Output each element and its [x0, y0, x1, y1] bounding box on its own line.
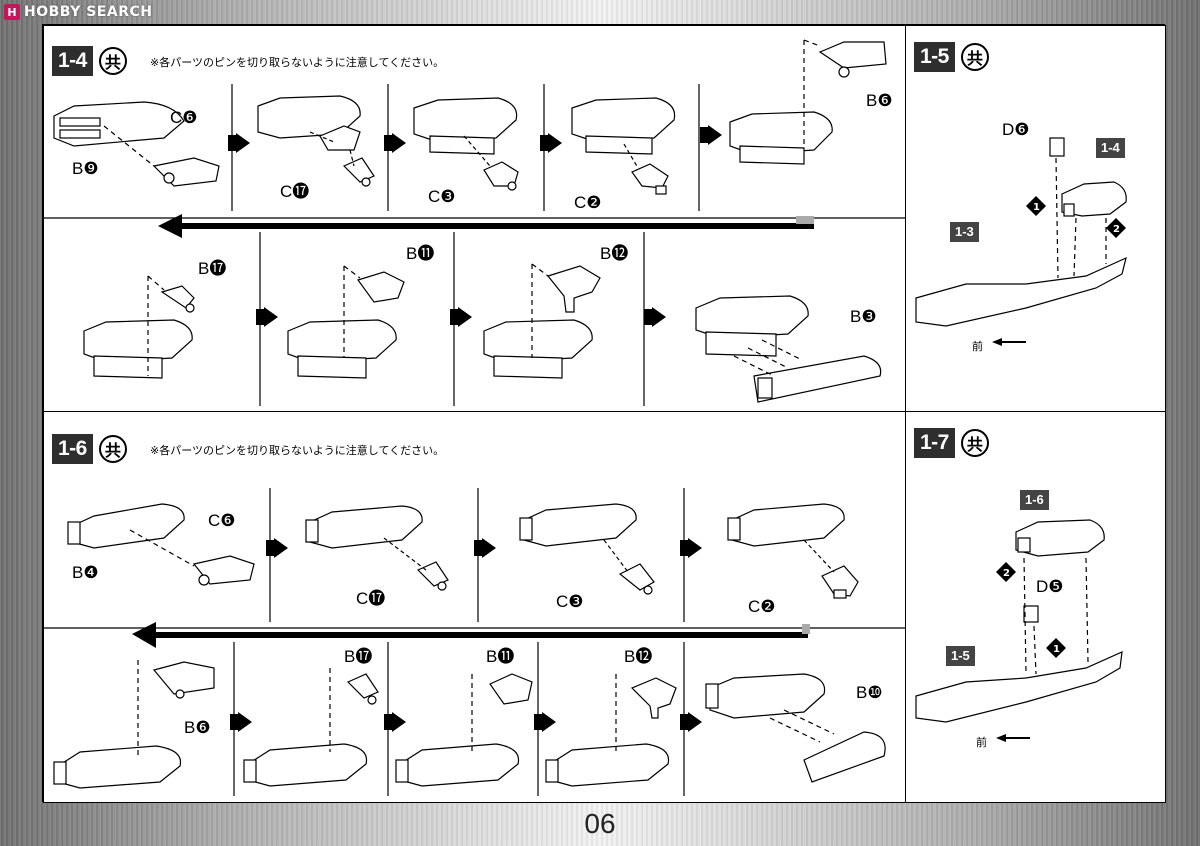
step-1-6-drawing [44, 488, 906, 796]
part-label-c6: C❻ [170, 108, 198, 127]
step-1-4-panel: 1-4 共 ※各パーツのピンを切り取らないように注意してください。 [43, 25, 907, 413]
part-label-b11: B⓫ [486, 647, 515, 666]
part-label-b12: B⓬ [600, 244, 629, 263]
front-direction-label: 前 [972, 340, 983, 353]
assembly-tag-1-6: 1-6 [1020, 490, 1049, 510]
step-number: 1-7 [914, 428, 955, 458]
page-number: 06 [584, 808, 616, 839]
part-label-b9: B❾ [72, 159, 99, 178]
part-label-c3: C❸ [556, 592, 584, 611]
common-mark-icon: 共 [98, 435, 127, 463]
part-label-d5: D❺ [1036, 577, 1064, 596]
part-label-b12: B⓬ [624, 647, 653, 666]
pin-caution-note: ※各パーツのピンを切り取らないように注意してください。 [150, 444, 445, 457]
common-mark-icon: 共 [98, 47, 127, 75]
step-marker-2: 2 [1113, 224, 1120, 235]
watermark-text: HOBBY SEARCH [24, 4, 153, 20]
step-1-7-drawing: 2 1 [915, 519, 1123, 742]
part-label-b11: B⓫ [406, 244, 435, 263]
hobby-search-logo-icon: H [4, 4, 20, 20]
front-direction-label: 前 [976, 736, 987, 749]
pin-caution-note: ※各パーツのピンを切り取らないように注意してください。 [150, 56, 445, 69]
part-label-d6: D❻ [1002, 120, 1030, 139]
step-number: 1-4 [52, 46, 93, 76]
flow-arrow-row-2 [132, 622, 810, 648]
step-1-5-drawing: 1 2 [915, 137, 1127, 346]
step-1-6-panel: 1-6 共 ※各パーツのピンを切り取らないように注意してください。 [43, 411, 907, 803]
step-1-4-header: 1-4 共 [52, 46, 127, 76]
assembly-tag-1-3: 1-3 [950, 222, 979, 242]
step-marker-1: 1 [1033, 202, 1040, 213]
part-label-c2: C❷ [574, 193, 602, 212]
common-mark-icon: 共 [960, 429, 989, 457]
step-marker-1: 1 [1053, 644, 1060, 655]
assembly-tag-1-4: 1-4 [1096, 138, 1125, 158]
instruction-page: 1-4 共 ※各パーツのピンを切り取らないように注意してください。 [42, 24, 1166, 803]
step-1-7-panel: 1-7 共 2 1 1-6 D❺ 1- [905, 411, 1166, 803]
step-1-4-drawing [44, 39, 906, 406]
part-label-b4: B❹ [72, 563, 99, 582]
hobby-search-watermark: H HOBBY SEARCH [4, 4, 152, 20]
part-label-b6: B❻ [866, 91, 893, 110]
step-1-6-header: 1-6 共 [52, 434, 127, 464]
assembly-tag-1-5: 1-5 [946, 646, 975, 666]
part-label-b10: B❿ [856, 683, 883, 702]
step-1-5-header: 1-5 共 [914, 42, 989, 72]
common-mark-icon: 共 [960, 43, 989, 71]
part-label-c3: C❸ [428, 187, 456, 206]
step-arrows [230, 538, 702, 732]
step-1-5-panel: 1-5 共 1 2 D❻ 1-4 1- [905, 25, 1166, 413]
part-label-b3: B❸ [850, 307, 877, 326]
step-marker-2: 2 [1003, 568, 1010, 579]
step-number: 1-6 [52, 434, 93, 464]
step-1-7-header: 1-7 共 [914, 428, 989, 458]
step-number: 1-5 [914, 42, 955, 72]
flow-arrow-row-1 [158, 214, 814, 238]
part-label-b6: B❻ [184, 718, 211, 737]
part-label-c17: C⓱ [356, 589, 386, 608]
part-label-c6: C❻ [208, 511, 236, 530]
step-arrows [228, 125, 722, 327]
part-label-c2: C❷ [748, 597, 776, 616]
part-label-b17: B⓱ [344, 647, 373, 666]
part-label-c17: C⓱ [280, 182, 310, 201]
part-label-b17: B⓱ [198, 259, 227, 278]
